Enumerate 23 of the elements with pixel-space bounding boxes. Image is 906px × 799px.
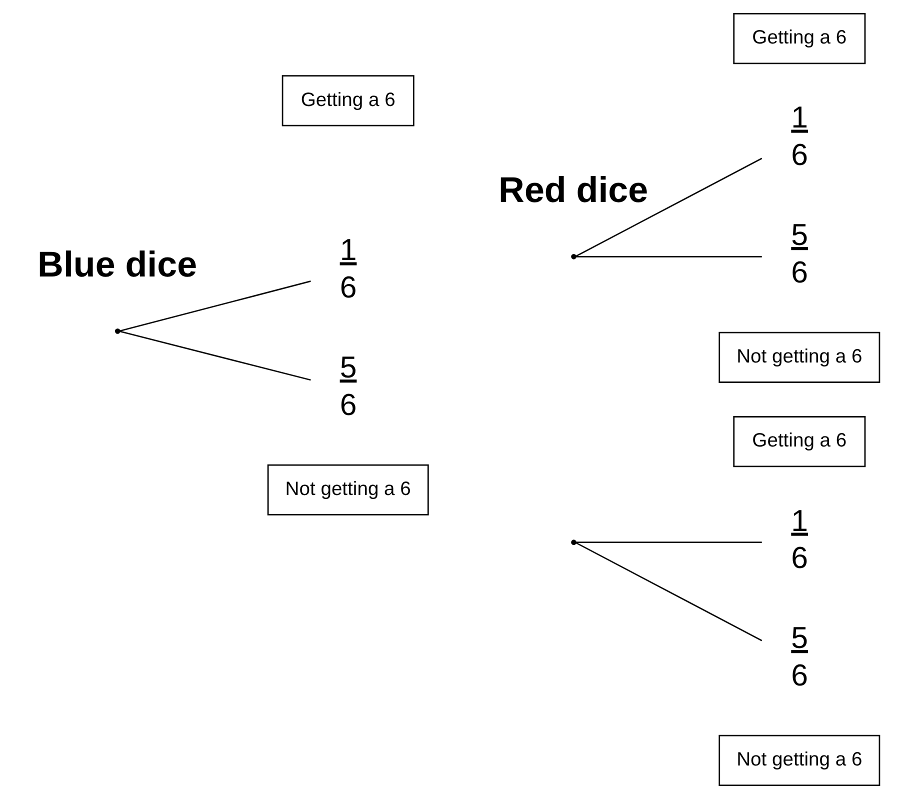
label: Red dice xyxy=(498,170,648,210)
node-text: 5 6 xyxy=(340,352,357,422)
node-point xyxy=(114,328,120,334)
node-box: Not getting a 6 xyxy=(718,332,880,383)
node-box: Getting a 6 xyxy=(733,416,866,468)
node-text: 5 6 xyxy=(791,219,808,290)
node-point xyxy=(571,540,576,546)
node-text: 1 6 xyxy=(791,102,808,172)
connector xyxy=(119,330,311,381)
node-text: 1 6 xyxy=(340,234,357,305)
node-point xyxy=(571,254,576,260)
node-box: Getting a 6 xyxy=(733,13,866,64)
node-text: 5 6 xyxy=(791,622,808,692)
node-text: 1 6 xyxy=(791,504,808,576)
node-box: Getting a 6 xyxy=(282,75,414,126)
connector xyxy=(575,158,762,257)
label: Blue dice xyxy=(38,244,198,284)
connector xyxy=(576,542,762,544)
node-box: Not getting a 6 xyxy=(718,734,880,786)
connector xyxy=(576,256,762,258)
connector xyxy=(119,280,311,332)
connector xyxy=(575,542,762,642)
node-box: Not getting a 6 xyxy=(267,464,429,516)
